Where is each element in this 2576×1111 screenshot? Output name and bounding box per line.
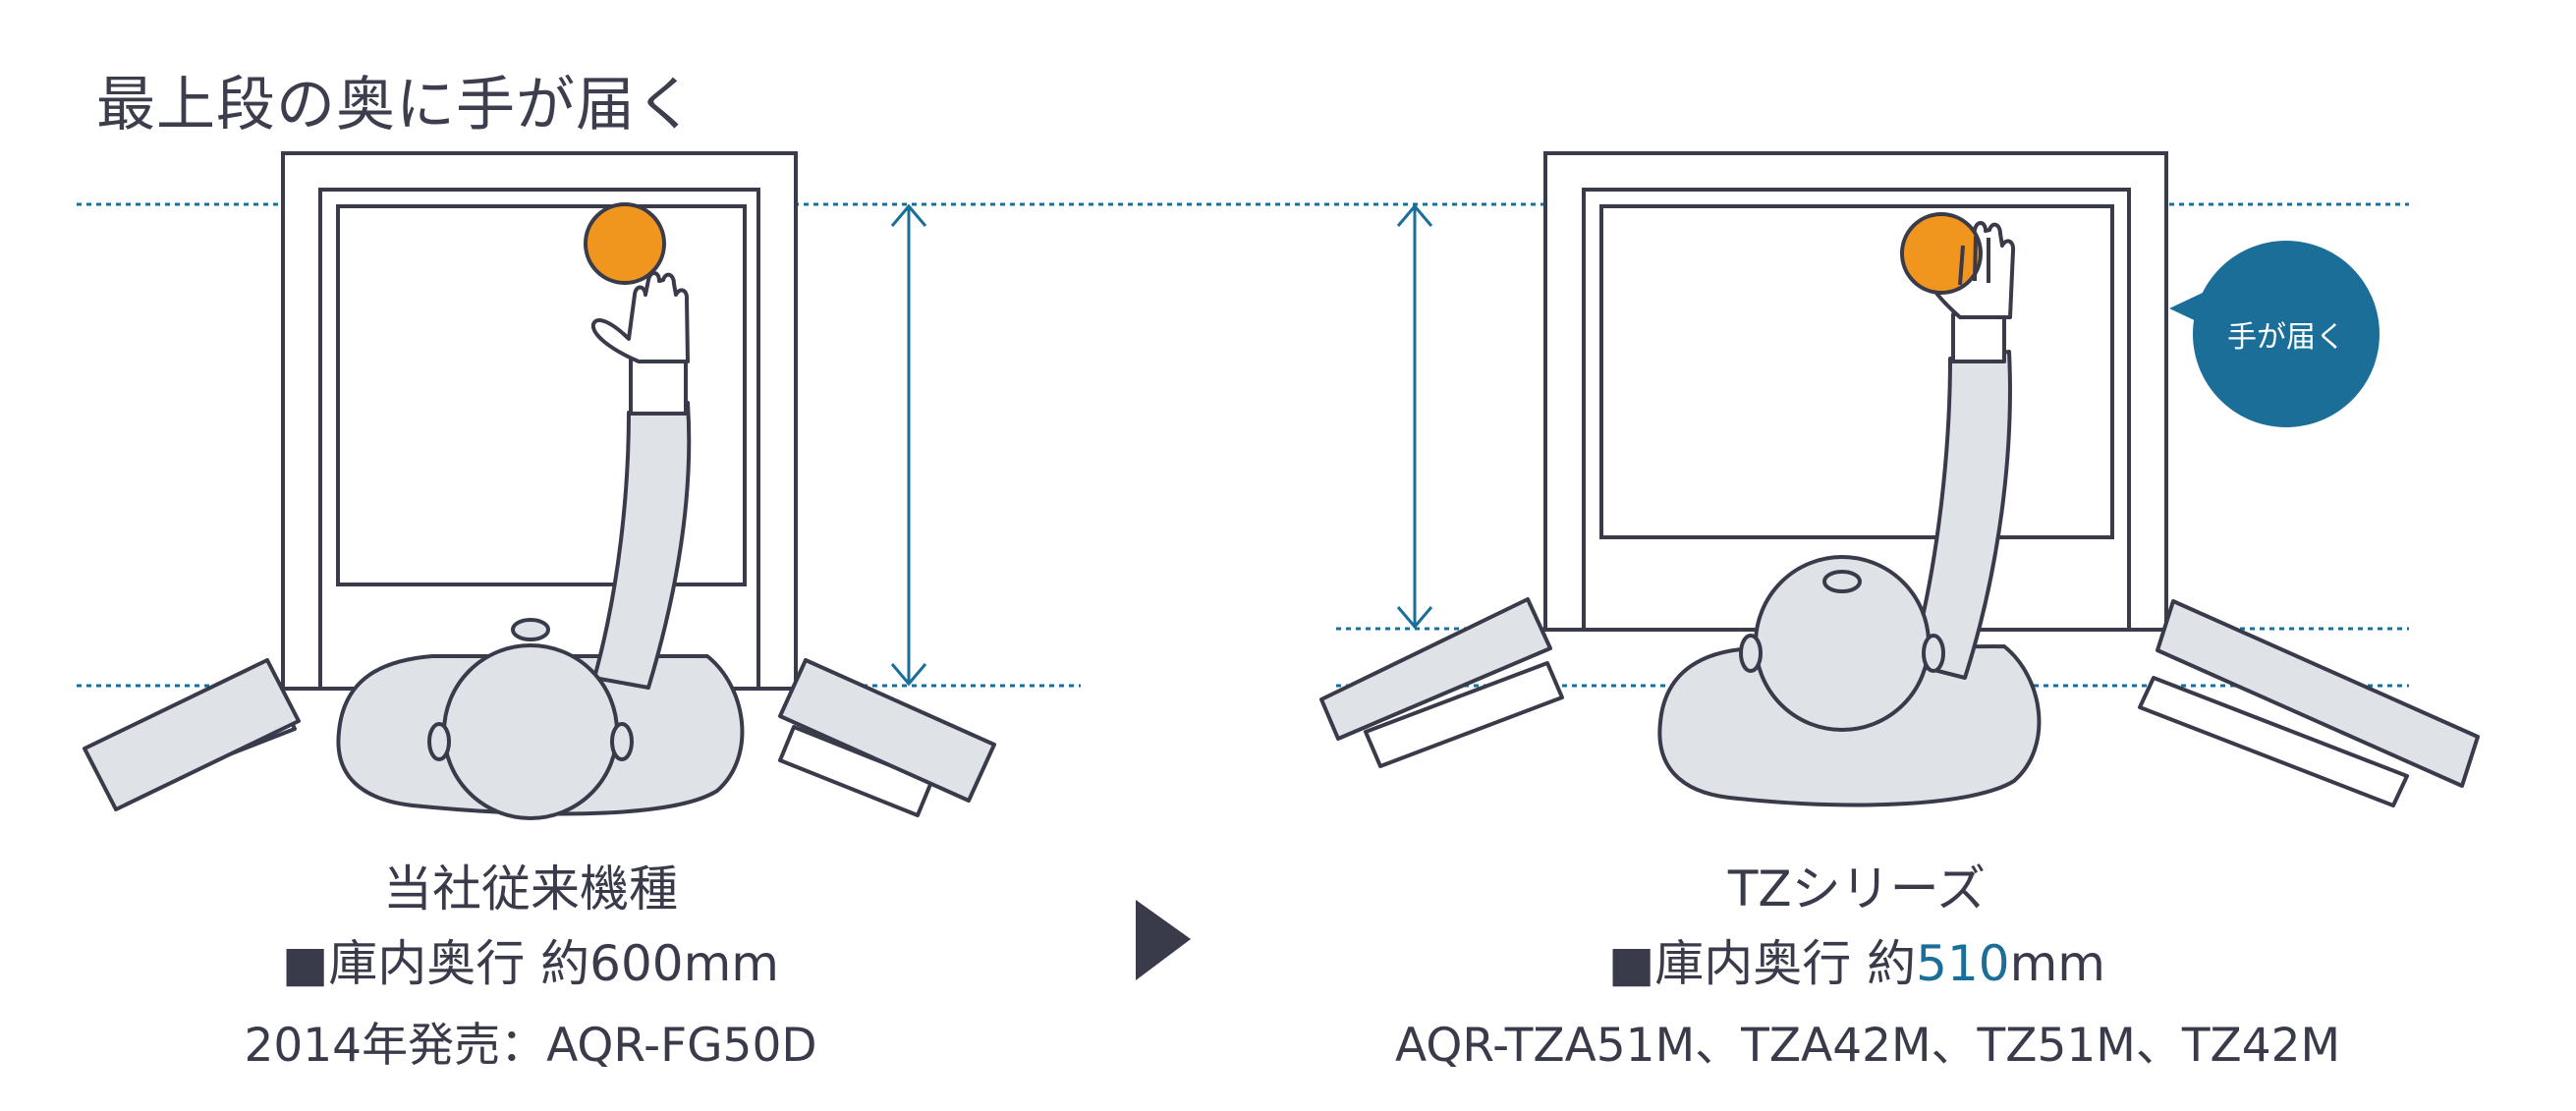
- right-model-name: TZシリーズ: [1727, 861, 1987, 917]
- left-depth-unit: mm: [683, 935, 779, 992]
- speech-bubble-label: 手が届く: [2227, 320, 2345, 355]
- left-door-right: [778, 658, 996, 817]
- right-door-right: [2138, 599, 2480, 807]
- right-fridge: [1543, 151, 2168, 632]
- left-fridge: [281, 151, 798, 691]
- page-title: 最上段の奥に手が届く: [96, 71, 696, 139]
- right-depth-arrow: [1396, 203, 1433, 630]
- next-arrow-icon: [1136, 900, 1191, 980]
- left-depth: ■庫内奥行 約600mm: [226, 924, 835, 995]
- left-model-name: 当社従来機種: [383, 861, 678, 917]
- right-depth-unit: mm: [2009, 935, 2105, 992]
- speech-bubble: 手が届く: [2193, 241, 2380, 427]
- left-depth-prefix: ■庫内奥行 約: [282, 935, 590, 992]
- right-door-left: [1319, 597, 1564, 768]
- right-depth: ■庫内奥行 約510mm: [1395, 924, 2319, 995]
- right-depth-prefix: ■庫内奥行 約: [1608, 935, 1917, 992]
- right-models: AQR-TZA51M、TZA42M、TZ51M、TZ42M: [1395, 1019, 2341, 1073]
- right-hand-fingers: [1958, 235, 1990, 286]
- left-person: [336, 271, 745, 820]
- left-models: 2014年発売：AQR-FG50D: [244, 1019, 817, 1073]
- left-depth-value: 600: [589, 935, 684, 992]
- left-door-left: [83, 658, 301, 811]
- left-caption: 当社従来機種 ■庫内奥行 約600mm 2014年発売：AQR-FG50D: [226, 850, 835, 1075]
- left-depth-arrow: [890, 203, 927, 687]
- right-target-ball: [1900, 212, 1983, 295]
- left-target-ball: [584, 202, 666, 285]
- right-caption: TZシリーズ ■庫内奥行 約510mm AQR-TZA51M、TZA42M、TZ…: [1395, 850, 2341, 1075]
- right-depth-value: 510: [1916, 935, 2010, 992]
